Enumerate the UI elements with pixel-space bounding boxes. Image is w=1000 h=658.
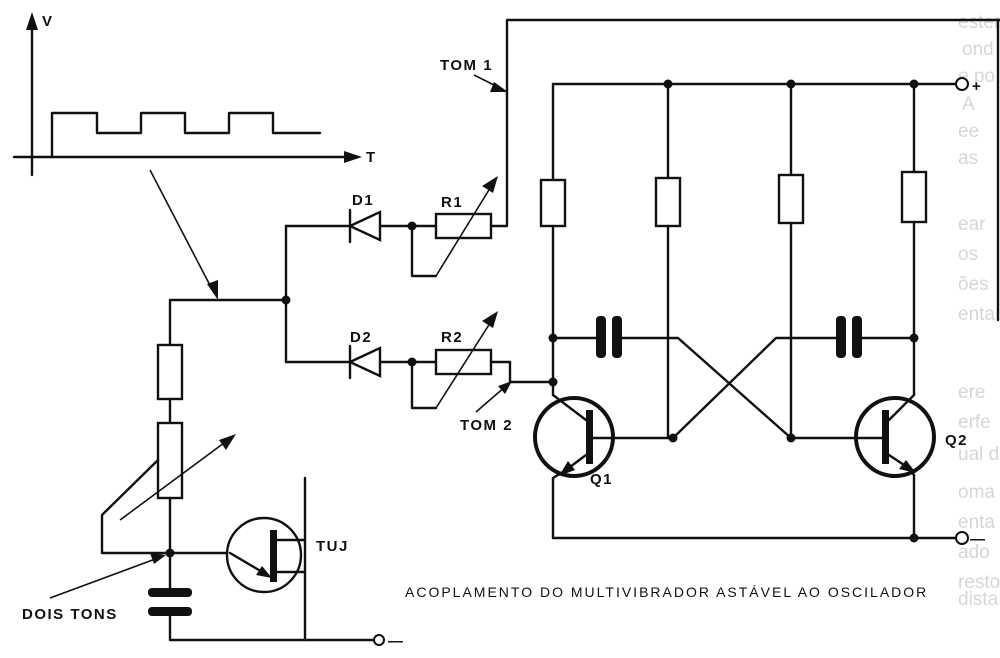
resistor-rc1 (539, 178, 567, 228)
bleed-line: ere (958, 382, 985, 403)
pot-adjust-line (119, 439, 229, 521)
capacitor-c1-plate (612, 316, 622, 358)
wire (905, 465, 916, 477)
bleed-line: ado (958, 542, 990, 563)
d2-label: D2 (350, 329, 372, 346)
potentiometer-r1 (434, 212, 493, 240)
r1-label: R1 (441, 194, 463, 211)
r1-arrowhead-icon (482, 176, 498, 193)
wire-ground (168, 614, 376, 642)
tuj-emitter-lead (228, 551, 266, 575)
capacitor-c2-plate (836, 316, 846, 358)
q1-collector-lead (551, 393, 588, 422)
bleed-line: as (958, 148, 978, 169)
wire-cross-2 (671, 336, 838, 440)
r2-label: R2 (441, 329, 463, 346)
capacitor-c1-plate (596, 316, 606, 358)
wire-cross-1 (620, 336, 793, 440)
pot-wiper-wire (100, 458, 172, 555)
tom1-label: TOM 1 (440, 57, 493, 74)
bleed-line: os (958, 244, 978, 265)
d1-label: D1 (352, 192, 374, 209)
bleed-line: oma (958, 482, 995, 503)
bleed-line: dista (958, 589, 999, 610)
terminal-minus-right (955, 531, 969, 545)
q2-label: Q2 (945, 432, 968, 449)
bleed-line: ond (962, 39, 994, 60)
diode-d1 (347, 210, 382, 242)
terminal-plus (955, 77, 969, 91)
tuj-oscillator: — TUJ DOIS TONS (22, 298, 405, 650)
bleed-line: ee (958, 121, 979, 142)
tom2-arrowhead-icon (498, 381, 512, 394)
diode-network: D1 R1 TOM 1 D2 R2 TOM 2 (281, 18, 1000, 434)
wire-tom1 (489, 18, 1000, 228)
bleed-line: A (962, 94, 975, 115)
terminal-minus-bottom (373, 634, 385, 646)
resistor-upper (156, 343, 184, 401)
tom2-label: TOM 2 (460, 417, 513, 434)
wire-r1-loop (410, 224, 438, 278)
wire (551, 468, 568, 480)
q1-label: Q1 (590, 471, 613, 488)
dois-tons-label: DOIS TONS (22, 606, 118, 623)
capacitor-c2-plate (852, 316, 862, 358)
v-axis-arrow-icon (26, 12, 38, 30)
r1-adjust-line (435, 184, 493, 277)
wire-r2-loop (410, 360, 438, 410)
wire-input-top (168, 298, 288, 347)
q1-base-bar (586, 410, 593, 464)
bleed-line: erfe (958, 412, 991, 433)
minus-bottom-label: — (388, 633, 405, 650)
bleed-line: ões (958, 274, 989, 295)
t-axis-label: T (366, 149, 377, 166)
dois-tons-pointer (49, 557, 159, 599)
bleed-line: enta (958, 512, 995, 533)
tuj-transistor (225, 516, 303, 594)
diode-d2 (347, 346, 382, 378)
junction-dot (548, 377, 558, 387)
capacitor-plate-bottom (148, 607, 192, 616)
tom2-pointer (475, 385, 507, 413)
v-axis-label: V (42, 13, 54, 30)
dois-tons-arrowhead-icon (150, 553, 166, 564)
wire-tom2 (489, 360, 555, 384)
capacitor-plate-top (148, 588, 192, 597)
tuj-emitter-arrow-icon (256, 566, 272, 578)
tom1-arrowhead-icon (490, 82, 508, 92)
signal-pointer-arrowhead-icon (207, 280, 218, 300)
potentiometer-r2 (434, 348, 493, 376)
minus-right-label: — (970, 531, 987, 548)
r2-adjust-line (435, 319, 493, 409)
waveform-graph: V T (12, 12, 377, 177)
bleed-line: resto (958, 572, 1000, 593)
tuj-base-bar (270, 530, 277, 582)
tuj-label: TUJ (316, 538, 349, 555)
q2-base-bar (882, 410, 889, 464)
bleed-line: ear (958, 214, 986, 235)
bleed-line: enta (958, 304, 995, 325)
q2-collector-lead (887, 393, 916, 422)
astable-multivibrator: + — (533, 77, 987, 548)
r2-arrowhead-icon (482, 311, 498, 328)
resistor-rb1 (777, 173, 805, 225)
square-wave (50, 111, 322, 159)
bleed-line: ual d (958, 444, 999, 465)
bleed-through-text: ester ond e po A ee as ear os ões enta e… (958, 12, 1000, 610)
signal-pointer-arrow (149, 169, 215, 294)
resistor-rc2 (900, 170, 928, 224)
bleed-line: ester (958, 12, 1000, 33)
pot-adjust-arrowhead-icon (219, 434, 236, 450)
plus-label: + (972, 78, 982, 95)
diagram-caption: ACOPLAMENTO DO MULTIVIBRADOR ASTÁVEL AO … (405, 584, 928, 600)
t-axis-arrow-icon (344, 151, 362, 163)
potentiometer (156, 421, 184, 500)
resistor-rb2 (654, 176, 682, 228)
